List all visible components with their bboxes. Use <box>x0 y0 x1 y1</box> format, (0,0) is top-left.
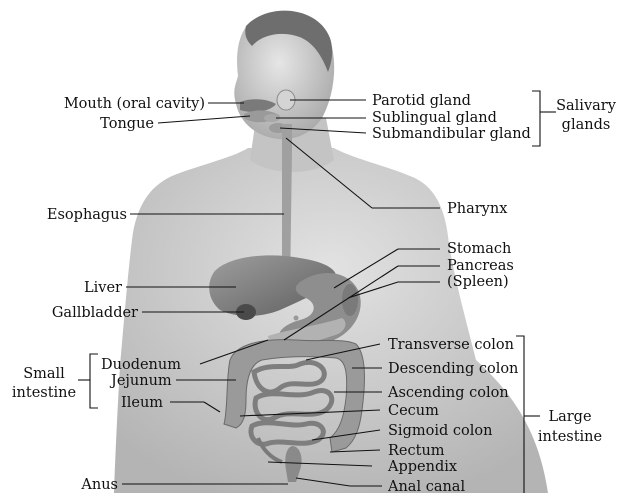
navel <box>294 316 299 321</box>
label-large-intestine: intestine <box>538 429 602 445</box>
label-sublingual-gland: Sublingual gland <box>372 110 497 126</box>
label-submandibular-gland: Submandibular gland <box>372 126 531 142</box>
label-anal-canal: Anal canal <box>387 479 465 493</box>
label-descending-colon: Descending colon <box>388 361 518 377</box>
label-tongue: Tongue <box>100 116 154 132</box>
label-large: Large <box>548 409 591 425</box>
label-ascending-colon: Ascending colon <box>387 385 509 401</box>
label-stomach: Stomach <box>447 241 511 257</box>
label-pharynx: Pharynx <box>447 201 507 217</box>
label-cecum: Cecum <box>388 403 439 419</box>
label-anus: Anus <box>80 477 118 493</box>
label-ileum: Ileum <box>121 395 163 411</box>
label-duodenum: Duodenum <box>101 357 181 373</box>
spleen-shape <box>342 284 358 316</box>
label-gallbladder: Gallbladder <box>52 305 138 321</box>
label-liver: Liver <box>84 280 122 296</box>
label-rectum: Rectum <box>388 443 445 459</box>
label-intestine: intestine <box>12 385 76 401</box>
label-glands: glands <box>562 117 611 133</box>
label-appendix: Appendix <box>387 459 457 475</box>
label-salivary: Salivary <box>556 98 617 114</box>
label-spleen: (Spleen) <box>447 274 509 290</box>
label-parotid-gland: Parotid gland <box>372 93 471 109</box>
label-jejunum: Jejunum <box>109 373 172 389</box>
label-pancreas: Pancreas <box>447 258 514 274</box>
organs <box>209 90 364 482</box>
label-sigmoid-colon: Sigmoid colon <box>388 423 492 439</box>
label-transverse-colon: Transverse colon <box>388 337 514 353</box>
label-small: Small <box>23 366 65 382</box>
label-mouth: Mouth (oral cavity) <box>64 96 205 112</box>
label-esophagus: Esophagus <box>47 207 127 223</box>
